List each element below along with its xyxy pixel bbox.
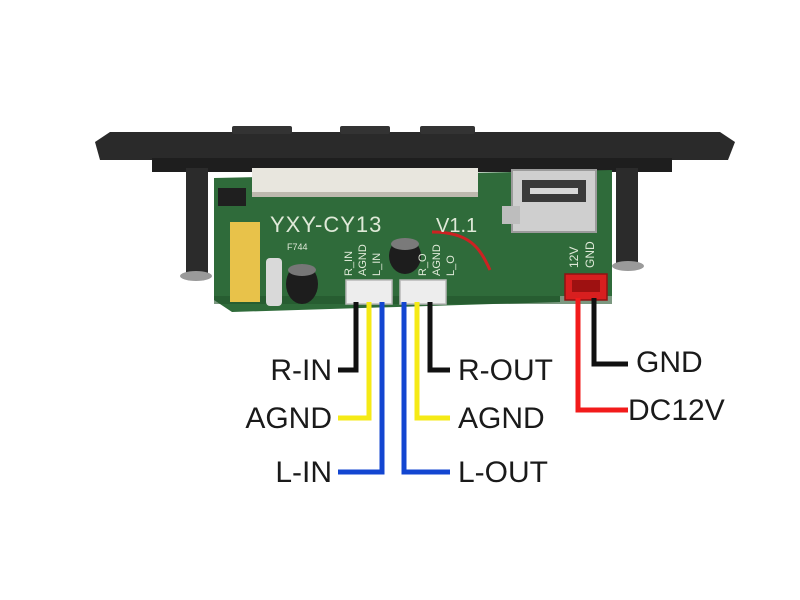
label-r-in: R-IN	[270, 354, 332, 387]
label-l-in: L-IN	[275, 456, 332, 489]
silkscreen-version: V1.1	[436, 215, 477, 237]
label-r-out: R-OUT	[458, 354, 553, 387]
button-bump-1	[232, 126, 292, 134]
wire-agnd-in	[338, 302, 372, 421]
silkscreen-model: YXY-CY13	[270, 212, 382, 237]
silkscreen-out-2: AGND	[431, 244, 443, 276]
wire-r-in	[338, 302, 359, 373]
wire-l-in	[338, 302, 385, 475]
wire-dc12v	[575, 298, 628, 413]
left-screw	[180, 271, 212, 281]
front-bezel	[95, 132, 735, 160]
wire-agnd-out	[414, 302, 450, 421]
sd-slot	[502, 206, 520, 224]
silkscreen-12v: 12V	[567, 247, 581, 268]
lcd-ribbon-edge	[252, 192, 478, 197]
label-gnd: GND	[636, 346, 703, 379]
power-connector-slot	[572, 280, 600, 292]
silkscreen-out-3: L_O	[445, 255, 457, 276]
wire-r-out	[427, 302, 450, 373]
input-connector	[345, 279, 393, 305]
silkscreen-gnd: GND	[583, 241, 597, 268]
crystal	[266, 258, 282, 306]
label-l-out: L-OUT	[458, 456, 548, 489]
left-mount-post	[186, 168, 208, 278]
ic-chip	[218, 188, 246, 206]
button-bump-3	[420, 126, 475, 134]
output-connector	[399, 279, 447, 305]
silkscreen-in-3: L_IN	[371, 253, 383, 276]
usb-port-tongue	[530, 188, 578, 194]
label-agnd-in: AGND	[245, 402, 332, 435]
right-screw	[612, 261, 644, 271]
button-bump-2	[340, 126, 390, 134]
capacitor-1-top	[288, 264, 316, 276]
silkscreen-in-2: AGND	[357, 244, 369, 276]
lcd-ribbon	[252, 168, 478, 196]
wire-gnd	[591, 298, 628, 367]
label-dc12v: DC12V	[628, 394, 725, 427]
right-mount-post	[616, 168, 638, 268]
jumper-wire	[431, 230, 492, 271]
silkscreen-in-1: R_IN	[343, 251, 355, 276]
label-agnd-out: AGND	[458, 402, 545, 435]
wire-l-out	[401, 302, 450, 475]
silkscreen-out-1: R_O	[417, 253, 429, 276]
capacitor-2-top	[391, 238, 419, 250]
antenna-pad	[230, 222, 260, 302]
silkscreen-part: F744	[287, 242, 308, 252]
